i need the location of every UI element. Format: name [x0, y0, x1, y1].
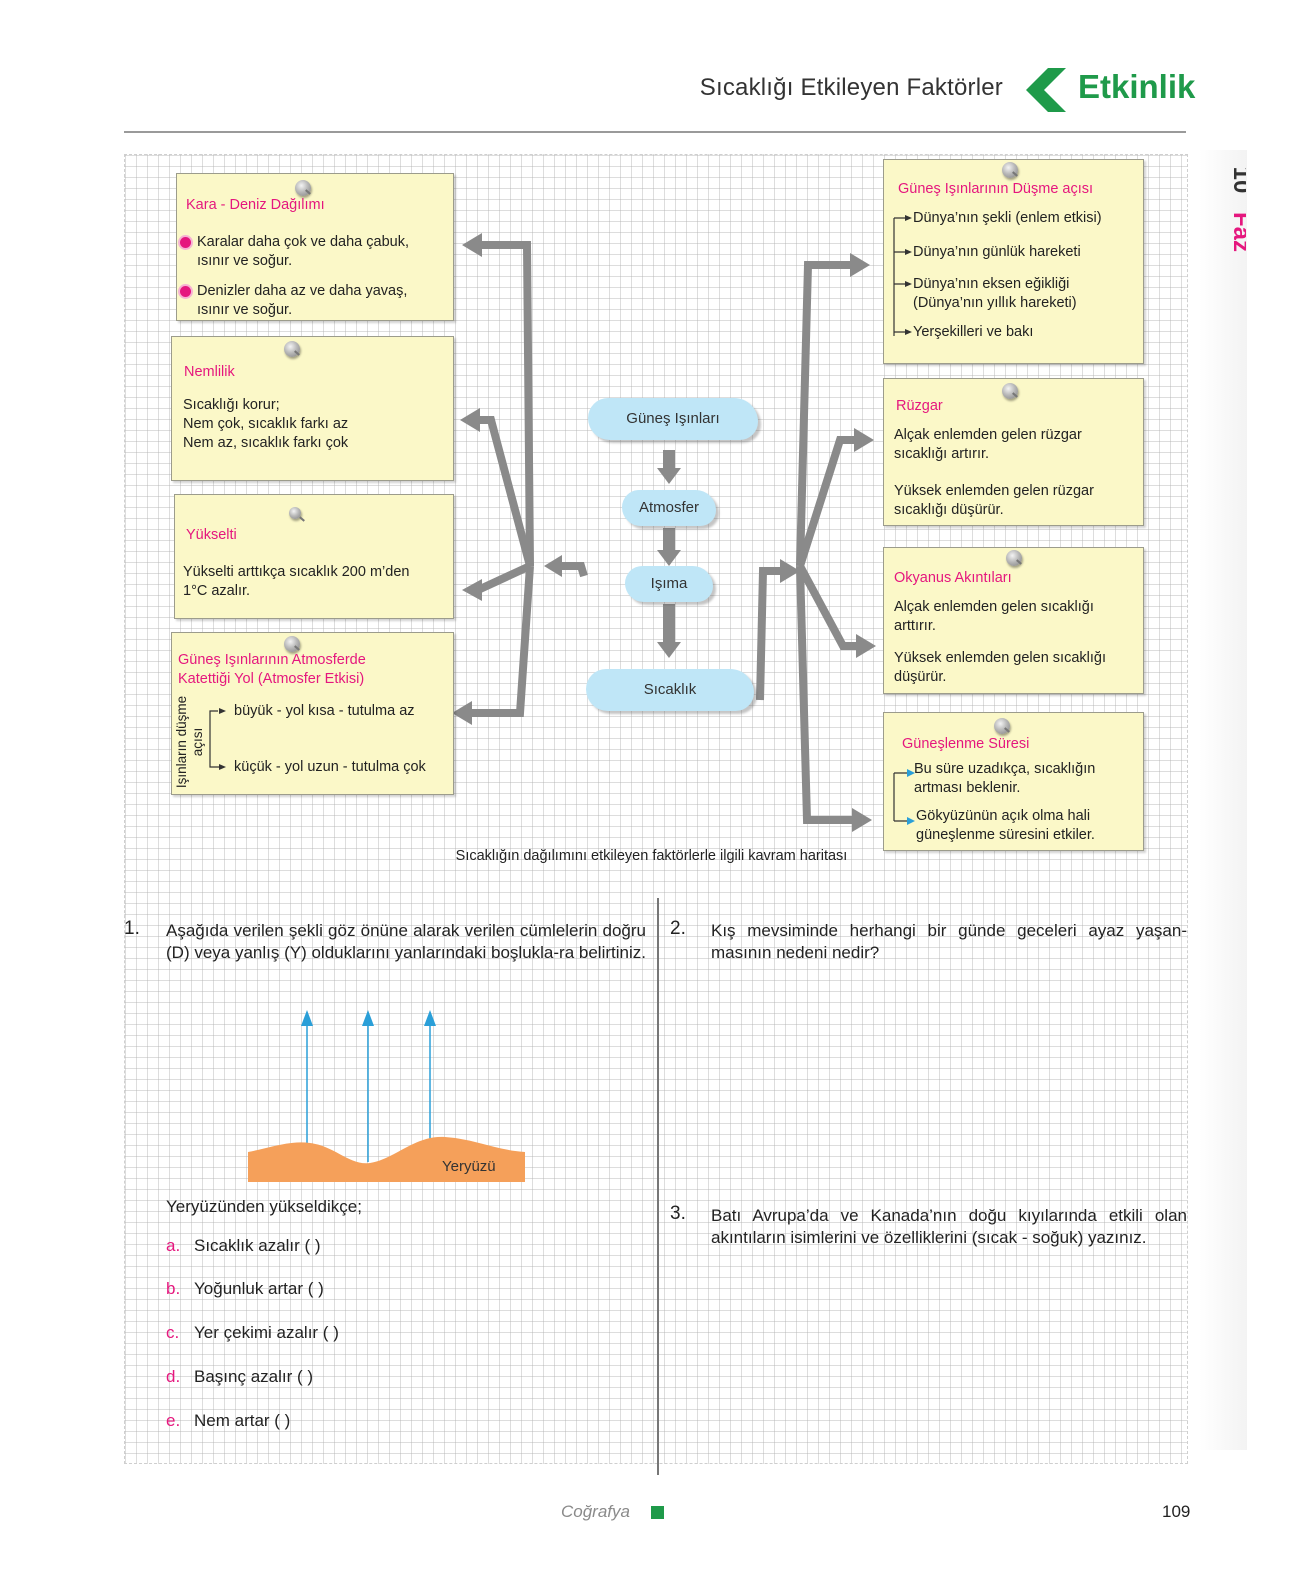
angle-bracket: Işınların düşme açısı	[174, 696, 226, 788]
note-title: Katettiği Yol (Atmosfer Etkisi)	[178, 671, 365, 687]
pushpin-icon	[1006, 550, 1022, 566]
note-yukselti: Yükselti Yükselti arttıkça sıcaklık 200 …	[174, 494, 454, 619]
note-kara-deniz: Kara - Deniz Dağılımı Karalar daha çok v…	[176, 173, 454, 321]
flow-step-gunes-isinlari: Güneş Işınları	[588, 398, 758, 440]
pushpin-icon	[284, 636, 300, 652]
q1-lead: Yeryüzünden yükseldikçe;	[166, 1197, 362, 1216]
q3-text: Batı Avrupa’da ve Kanada’nın doğu kıyıla…	[711, 1206, 1187, 1247]
note-title: Güneş Işınlarının Düşme açısı	[898, 181, 1094, 197]
pushpin-icon	[295, 180, 311, 196]
bullet-icon	[180, 286, 191, 297]
column-divider	[657, 898, 659, 1475]
flow-step-sicaklik: Sıcaklık	[586, 669, 754, 711]
bullet-icon	[180, 237, 191, 248]
note-title: Nemlilik	[184, 364, 235, 380]
q1-option-d[interactable]: Başınç azalır ( )	[194, 1367, 314, 1386]
figure-caption: Sıcaklığın dağılımını etkileyen faktörle…	[455, 848, 848, 864]
side-tab-label: 10 Faz	[1228, 167, 1246, 252]
header-divider	[124, 131, 1186, 133]
q1-text: Aşağıda verilen şekli göz önüne alarak v…	[166, 921, 646, 962]
list-bracket	[893, 215, 912, 336]
footer-square-icon	[651, 1506, 664, 1519]
note-title: Güneşlenme Süresi	[902, 736, 1030, 752]
page-title: Sıcaklığı Etkileyen Faktörler	[699, 74, 1003, 101]
q3-number: 3.	[670, 1203, 686, 1224]
note-okyanus-akintilari: Okyanus Akıntıları Alçak enlemden gelen …	[883, 547, 1144, 694]
note-nemlilik: Nemlilik Sıcaklığı korur; Nem çok, sıcak…	[171, 336, 454, 481]
note-title: Kara - Deniz Dağılımı	[186, 197, 325, 213]
concept-map-arrows	[452, 233, 876, 832]
svg-text:Işınların düşme: Işınların düşme	[174, 696, 189, 788]
list-bracket	[893, 769, 915, 825]
q1-option-a[interactable]: Sıcaklık azalır ( )	[194, 1236, 321, 1255]
note-dusme-acisi: Güneş Işınlarının Düşme açısı Dünya’nın …	[883, 159, 1144, 364]
pushpin-icon	[1002, 162, 1018, 178]
note-atmosfer-etkisi: Güneş Işınlarının Atmosferde Katettiği Y…	[171, 632, 454, 795]
earth-label: Yeryüzü	[442, 1158, 496, 1175]
activity-badge: Etkinlik	[1078, 68, 1196, 105]
note-ruzgar: Rüzgar Alçak enlemden gelen rüzgar sıcak…	[883, 378, 1144, 526]
q1-option-e[interactable]: Nem artar ( )	[194, 1411, 291, 1430]
page-number: 109	[1162, 1502, 1191, 1521]
q1-number: 1.	[124, 918, 140, 939]
flow-step-atmosfer: Atmosfer	[622, 490, 716, 526]
q1-option-b[interactable]: Yoğunluk artar ( )	[194, 1279, 324, 1298]
pushpin-icon	[284, 341, 300, 357]
pushpin-icon	[994, 718, 1010, 734]
note-gunestenme-suresi: Güneşlenme Süresi Bu süre uzadıkça, sıca…	[883, 712, 1144, 851]
note-title: Okyanus Akıntıları	[894, 570, 1012, 586]
pushpin-icon	[289, 507, 301, 519]
side-number: 10	[1228, 167, 1246, 194]
footer-subject: Coğrafya	[561, 1502, 630, 1521]
note-title: Rüzgar	[896, 398, 943, 414]
pushpin-icon	[1002, 383, 1018, 399]
q1-option-c[interactable]: Yer çekimi azalır ( )	[194, 1323, 339, 1342]
side-tab	[1199, 150, 1247, 1450]
q2-number: 2.	[670, 918, 686, 939]
note-title: Yükselti	[186, 527, 237, 543]
earth-rays-figure: Yeryüzü	[248, 1010, 525, 1182]
side-label: Faz	[1228, 212, 1246, 252]
note-title: Güneş Işınlarının Atmosferde	[178, 652, 366, 668]
q2-text: Kış mevsiminde herhangi bir günde gecele…	[711, 921, 1187, 962]
chevron-left-icon	[1026, 68, 1066, 112]
flow-step-isima: Işıma	[625, 566, 713, 602]
svg-text:açısı: açısı	[190, 728, 205, 757]
